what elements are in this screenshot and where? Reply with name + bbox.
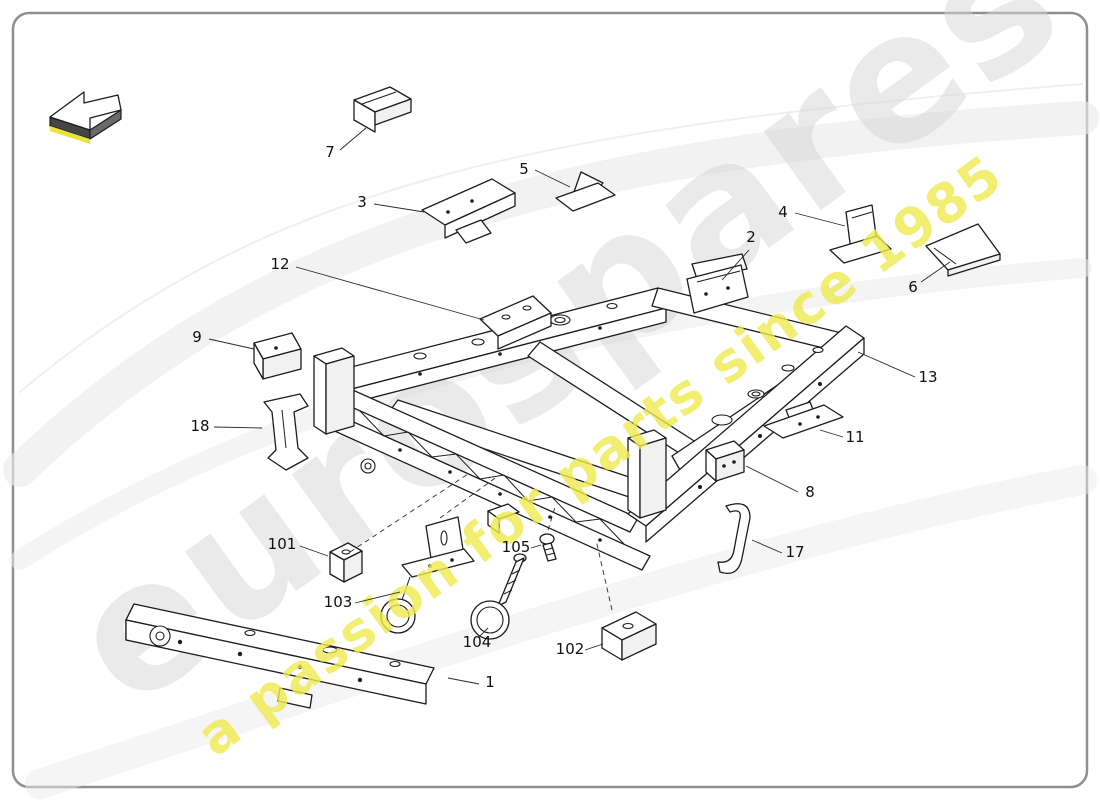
- part-callout-5[interactable]: 5: [519, 160, 529, 178]
- leader-line-part-5: [534, 169, 571, 188]
- leader-line-part-2: [721, 249, 750, 281]
- assembly-dashed-lines: [349, 473, 613, 611]
- part-7-shape: [353, 86, 412, 133]
- part-5-shape: [555, 171, 616, 212]
- part-callout-1[interactable]: 1: [485, 673, 495, 691]
- leader-line-part-7: [339, 127, 367, 151]
- direction-arrow-icon: [49, 91, 122, 144]
- leader-line-part-9: [208, 338, 255, 350]
- part-18-shape: [263, 393, 309, 471]
- part-105-bolt-shape: [539, 533, 557, 562]
- part-callout-18[interactable]: 18: [190, 417, 209, 435]
- leader-line-part-8: [745, 465, 799, 493]
- leader-line-part-1: [447, 677, 480, 685]
- part-callout-11[interactable]: 11: [845, 428, 864, 446]
- part-103-shape: [380, 516, 475, 634]
- leader-line-part-11: [819, 429, 844, 438]
- part-12-shape: [479, 295, 552, 350]
- part-callout-102[interactable]: 102: [556, 640, 585, 658]
- part-1-beam-shape: [125, 603, 435, 709]
- part-callout-104[interactable]: 104: [463, 633, 492, 651]
- leader-line-part-13: [857, 351, 916, 378]
- exploded-drawing: [49, 86, 1001, 709]
- part-callout-7[interactable]: 7: [325, 143, 335, 161]
- part-11-shape: [763, 401, 844, 439]
- leader-line-part-6: [920, 261, 951, 283]
- part-callout-105[interactable]: 105: [502, 538, 531, 556]
- part-104-eyebolt-shape: [470, 553, 527, 640]
- swoosh-line-accent: [19, 83, 1083, 393]
- part-3-shape: [421, 178, 516, 244]
- part-callout-3[interactable]: 3: [357, 193, 367, 211]
- leader-line-part-104: [478, 627, 489, 638]
- leader-line-part-105: [530, 544, 542, 549]
- leader-line-part-103: [354, 591, 401, 604]
- part-2-shape: [686, 253, 749, 314]
- leader-line-part-18: [213, 426, 263, 429]
- leader-line-part-17: [751, 539, 783, 554]
- part-callout-13[interactable]: 13: [918, 368, 937, 386]
- part-callout-12[interactable]: 12: [270, 255, 289, 273]
- frame-bracket-8: [705, 440, 745, 482]
- part-callout-9[interactable]: 9: [192, 328, 202, 346]
- part-callout-6[interactable]: 6: [908, 278, 918, 296]
- leader-line-part-102: [584, 643, 604, 651]
- part-6-shape: [925, 223, 1001, 277]
- swoosh-curve-bottom: [25, 465, 1097, 799]
- part-4-shape: [829, 204, 892, 264]
- part-callout-101[interactable]: 101: [268, 535, 297, 553]
- part-callout-103[interactable]: 103: [324, 593, 353, 611]
- leader-line-part-3: [373, 203, 425, 213]
- leader-line-part-4: [794, 212, 846, 227]
- part-callout-17[interactable]: 17: [785, 543, 804, 561]
- part-callout-8[interactable]: 8: [805, 483, 815, 501]
- leader-line-part-101: [299, 545, 329, 557]
- part-101-shape: [329, 542, 363, 583]
- leader-line-part-12: [295, 266, 485, 321]
- diagram-border: [11, 11, 1089, 789]
- part-17-shape: [717, 503, 751, 575]
- part-callout-2[interactable]: 2: [746, 228, 756, 246]
- callout-layer: 7 3 5 4 6 2 12 9 13 18 11 8 17 101 105 103 104 102 1: [190, 127, 951, 691]
- part-callout-4[interactable]: 4: [778, 203, 788, 221]
- part-102-shape: [601, 611, 657, 661]
- frame-bracket-small: [487, 503, 520, 534]
- part-9-shape: [253, 332, 302, 380]
